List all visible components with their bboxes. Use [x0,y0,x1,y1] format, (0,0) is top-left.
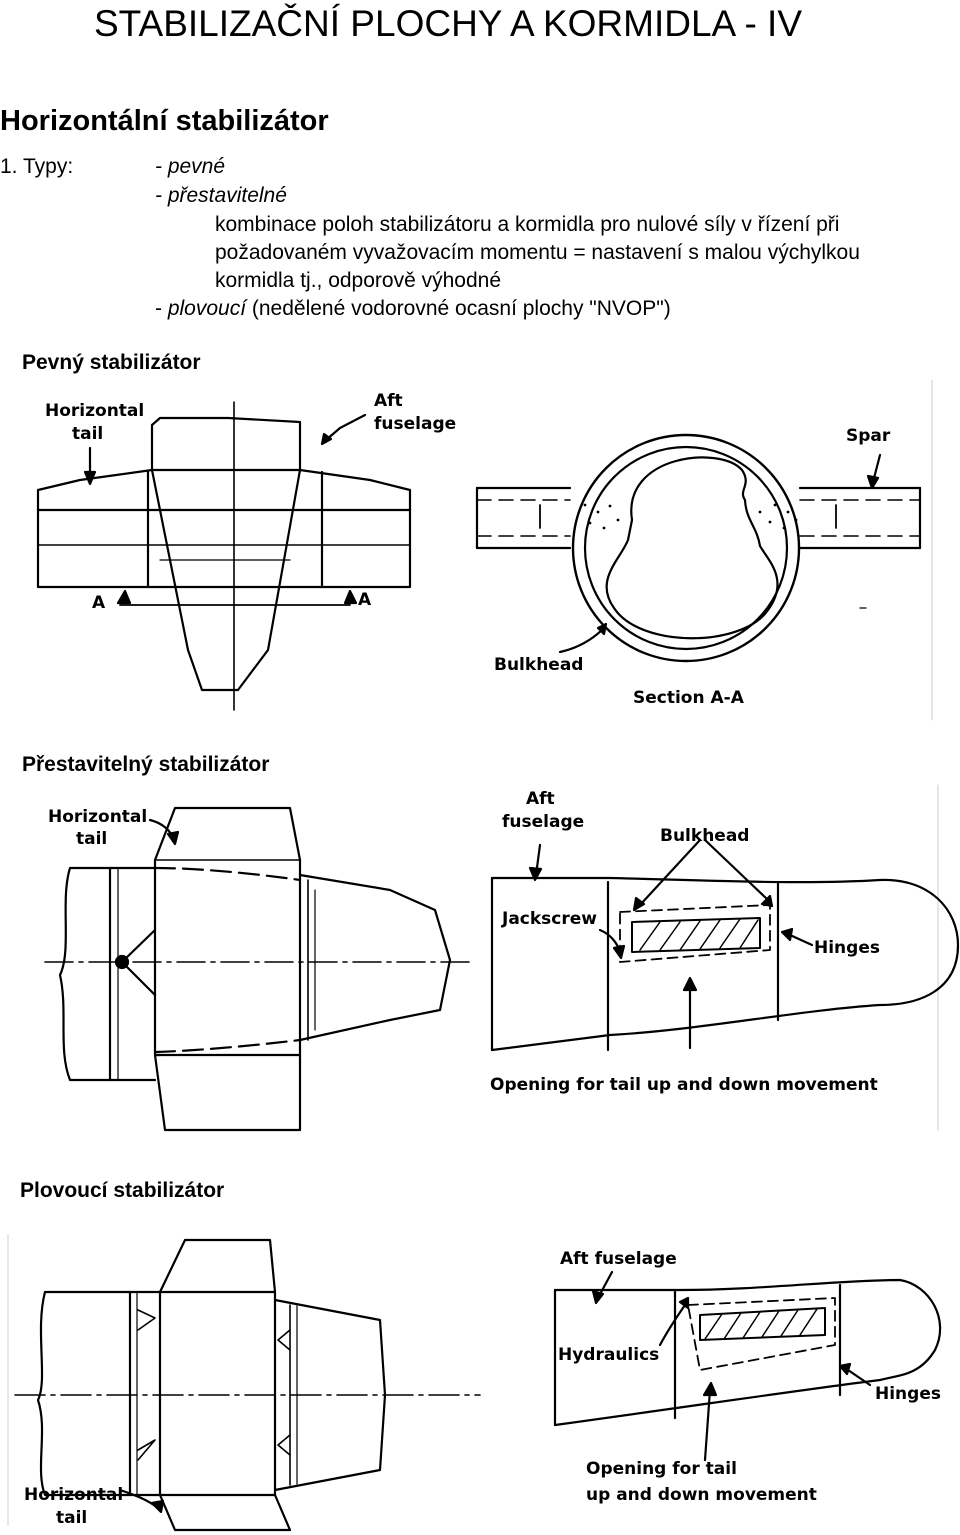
type-desc-line3: kormidla tj., odporově výhodné [215,269,501,292]
fig1-heading: Pevný stabilizátor [22,351,201,374]
section-title: Horizontální stabilizátor [0,105,329,137]
fig2-label-aft-1: Aft [526,789,555,809]
fig3-label-horizontal-tail-2: tail [56,1508,88,1528]
fig2-label-horizontal-tail-1: Horizontal [48,807,148,827]
fig3-label-hinges: Hinges [875,1384,941,1404]
fig1-label-a-right: A [358,590,372,610]
fig1-label-horizontal-tail-1: Horizontal [45,401,145,421]
fig2-label-opening: Opening for tail up and down movement [490,1075,878,1095]
fig2-label-hinges: Hinges [814,938,880,958]
fig3-label-aft-fuselage: Aft fuselage [560,1249,677,1269]
type-desc-line1: kombinace poloh stabilizátoru a kormidla… [215,213,840,236]
type-adjustable: - přestavitelné [155,184,287,207]
fig1-label-bulkhead: Bulkhead [494,655,584,675]
fig3-label-opening-2: up and down movement [586,1485,817,1505]
fig2-label-jackscrew: Jackscrew [502,909,597,929]
fig1-label-aft-1: Aft [374,391,403,411]
type-desc-line2: požadovaném vyvažovacím momentu = nastav… [215,241,860,264]
type-fixed: - pevné [155,155,226,178]
type-floating: - plovoucí (nedělené vodorovné ocasní pl… [155,297,671,320]
fig3-heading: Plovoucí stabilizátor [20,1179,225,1202]
fig1-label-aft-2: fuselage [374,414,457,434]
fig1-label-spar: Spar [846,426,891,446]
fig3-label-opening-1: Opening for tail [586,1459,737,1479]
fig1-label-a-left: A [92,593,106,613]
types-number: 1. Typy: [0,155,74,178]
fig3-label-hydraulics: Hydraulics [558,1345,660,1365]
fig2-label-bulkhead: Bulkhead [660,826,750,846]
fig1-label-section: Section A-A [633,688,744,708]
fig3-label-horizontal-tail-1: Horizontal [24,1485,124,1505]
fig2-label-aft-2: fuselage [502,812,585,832]
fig1-label-horizontal-tail-2: tail [72,424,104,444]
fig2-heading: Přestavitelný stabilizátor [22,753,270,776]
page-title: STABILIZAČNÍ PLOCHY A KORMIDLA - IV [94,3,803,44]
fig2-label-horizontal-tail-2: tail [76,829,108,849]
